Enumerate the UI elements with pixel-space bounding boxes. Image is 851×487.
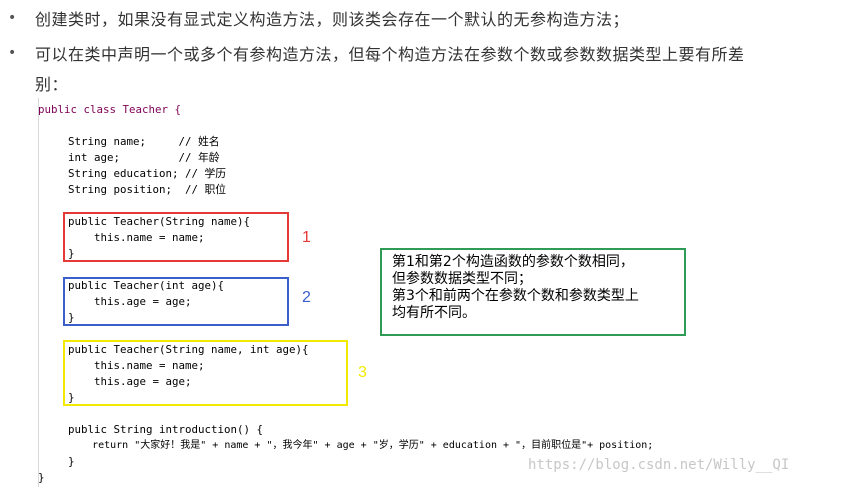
constructor-1-close: }	[68, 247, 75, 260]
note-line-4: 均有所不同。	[392, 305, 476, 321]
constructor-1-body: this.name = name;	[68, 231, 205, 244]
label-3: 3	[358, 364, 367, 381]
code-class-close: }	[38, 471, 45, 484]
code-field-position: String position; // 职位	[68, 183, 227, 196]
highlight-box-blue	[63, 277, 289, 326]
constructor-3-body-name: this.name = name;	[68, 359, 205, 372]
method-introduction-close: }	[68, 455, 75, 468]
explanation-note: 第1和第2个构造函数的参数个数相同， 但参数数据类型不同； 第3个和前两个在参数…	[380, 248, 686, 336]
bullet-text-1: 创建类时，如果没有显式定义构造方法，则该类会存在一个默认的无参构造方法；	[35, 10, 630, 29]
label-1: 1	[302, 229, 311, 246]
method-introduction-sig: public String introduction() {	[68, 423, 264, 436]
label-2: 2	[302, 289, 311, 306]
constructor-2-sig: public Teacher(int age){	[68, 279, 225, 292]
highlight-box-yellow	[63, 340, 348, 406]
constructor-3-body-age: this.age = age;	[68, 375, 192, 388]
note-line-2: 但参数数据类型不同；	[392, 271, 532, 287]
code-field-name: String name; // 姓名	[68, 135, 220, 148]
code-block	[38, 98, 839, 487]
watermark: https://blog.csdn.net/Willy__QI	[528, 457, 790, 473]
constructor-1-sig: public Teacher(String name){	[68, 215, 251, 228]
bullet-text-2: 可以在类中声明一个或多个有参构造方法，但每个构造方法在参数个数或参数数据类型上要…	[35, 45, 745, 64]
constructor-3-sig: public Teacher(String name, int age){	[68, 343, 309, 356]
bullet-dot: •	[8, 45, 17, 61]
highlight-box-red	[63, 212, 289, 262]
method-introduction-return: return "大家好！我是" + name + "，我今年" + age + …	[68, 440, 654, 451]
note-line-1: 第1和第2个构造函数的参数个数相同，	[392, 254, 634, 270]
bullet-text-2-cont: 别：	[35, 75, 69, 94]
code-field-education: String education; // 学历	[68, 167, 227, 180]
code-field-age: int age; // 年龄	[68, 151, 220, 164]
constructor-2-close: }	[68, 311, 75, 324]
code-class-decl: public class Teacher {	[38, 103, 182, 116]
bullet-dot: •	[8, 10, 17, 26]
note-line-3: 第3个和前两个在参数个数和参数类型上	[392, 288, 639, 304]
constructor-2-body: this.age = age;	[68, 295, 192, 308]
constructor-3-close: }	[68, 391, 75, 404]
